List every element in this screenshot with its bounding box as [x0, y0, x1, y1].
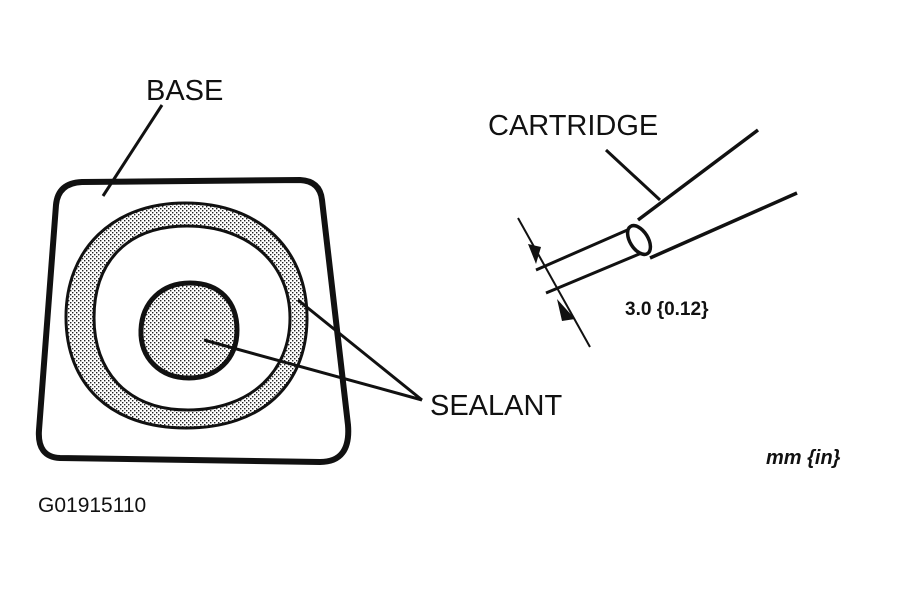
units-label: mm {in}	[766, 447, 841, 469]
cartridge-leader-line	[604, 148, 662, 202]
base-label: BASE	[146, 75, 223, 107]
sealant-label: SEALANT	[430, 390, 562, 422]
dimension-label: 3.0 {0.12}	[625, 299, 709, 320]
sealant-outer-ring	[64, 201, 309, 430]
base-leader-line	[101, 104, 164, 197]
cartridge-nozzle	[535, 128, 798, 295]
cartridge-label: CARTRIDGE	[488, 110, 658, 142]
sealant-leader-line-center	[203, 338, 423, 402]
sealant-leader-line-ring	[297, 298, 423, 402]
figure-code: G01915110	[38, 494, 146, 517]
sealant-center-dot	[138, 280, 240, 381]
dimension-marker	[517, 217, 591, 348]
